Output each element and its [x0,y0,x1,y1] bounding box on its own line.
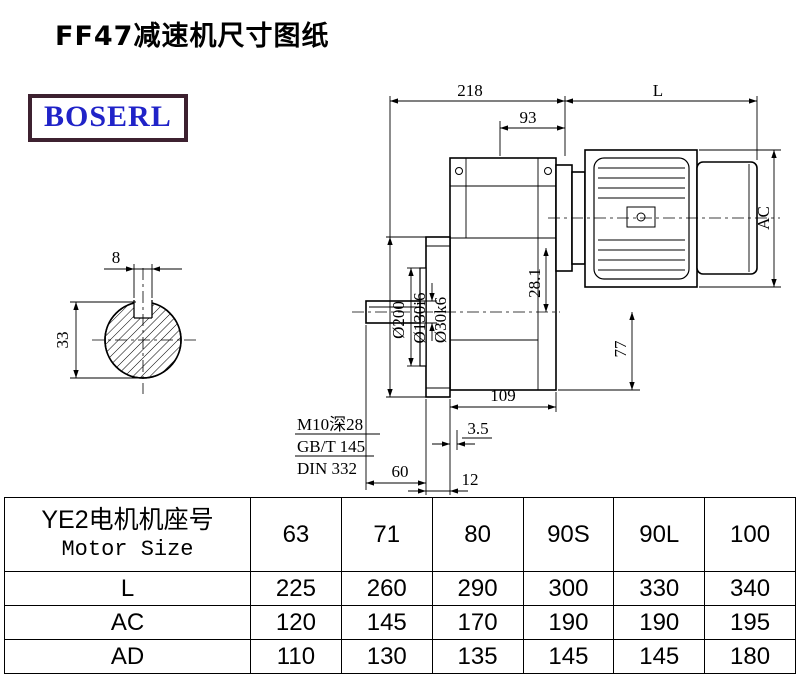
value-AC-63: 120 [251,606,342,640]
dim-33-label: 33 [53,332,72,349]
fasteners [455,167,656,228]
value-AD-90S: 145 [523,640,615,674]
dim-93-label: 93 [520,108,537,127]
dim-L-label: L [653,81,663,100]
motor-size-col-80: 80 [432,498,524,572]
thread-note-gbt: GB/T 145 [297,437,365,456]
dim-77-label: 77 [611,340,630,358]
value-L-80: 290 [432,572,524,606]
mounting-flange [425,236,451,398]
page-title: FF47减速机尺寸图纸 [55,21,330,52]
dimension-lines [70,96,781,495]
value-L-71: 260 [341,572,433,606]
reducer-dimension-drawing: 218 L 93 AC 28.1 Ø200 Ø130i6 Ø30k6 77 10… [53,81,781,495]
dim-12-label: 12 [462,470,479,489]
dim-109-label: 109 [490,386,516,405]
motor-size-label-en: Motor Size [61,537,194,563]
bolt-icon [544,167,552,175]
dim-8-label: 8 [112,248,121,267]
motor-size-col-100: 100 [705,498,796,572]
dimension-labels: 218 L 93 AC 28.1 Ø200 Ø130i6 Ø30k6 77 10… [53,81,773,489]
thread-note-din: DIN 332 [297,459,357,478]
value-AC-100: 195 [705,606,796,640]
dimension-table: YE2电机机座号 Motor Size 63 71 80 90S 90L 100… [4,497,796,674]
row-label-L: L [5,572,251,606]
dim-3-5-label: 3.5 [467,419,488,438]
value-AC-80: 170 [432,606,524,640]
value-AD-100: 180 [705,640,796,674]
value-AD-71: 130 [341,640,433,674]
dim-d30-label: Ø30k6 [431,297,450,343]
motor-size-col-90L: 90L [614,498,706,572]
bolt-icon [455,167,463,175]
motor-size-header-cell: YE2电机机座号 Motor Size [5,498,251,572]
motor-size-col-90S: 90S [523,498,615,572]
dim-60-label: 60 [392,462,409,481]
value-AD-80: 135 [432,640,524,674]
row-label-AC: AC [5,606,251,640]
value-AC-90S: 190 [523,606,615,640]
dim-28-label: 28.1 [525,268,544,298]
dim-d200-label: Ø200 [389,301,408,339]
dim-d130-label: Ø130i6 [410,293,429,344]
motor-size-col-63: 63 [251,498,342,572]
value-L-90L: 330 [614,572,706,606]
value-L-90S: 300 [523,572,615,606]
value-AC-71: 145 [341,606,433,640]
brand-logo: BOSERL [28,94,188,142]
value-L-63: 225 [251,572,342,606]
dim-AC-label: AC [754,206,773,230]
value-L-100: 340 [705,572,796,606]
eye-bolt-icon [636,212,646,222]
centerlines [92,217,780,394]
dim-218-label: 218 [457,81,483,100]
value-AC-90L: 190 [614,606,706,640]
motor-size-col-71: 71 [341,498,433,572]
main-view [365,149,758,398]
row-label-AD: AD [5,640,251,674]
value-AD-90L: 145 [614,640,706,674]
thread-note-m10: M10深28 [297,415,363,434]
motor-size-label-cn: YE2电机机座号 [41,506,214,535]
detail-lines [369,158,750,390]
value-AD-63: 110 [251,640,342,674]
